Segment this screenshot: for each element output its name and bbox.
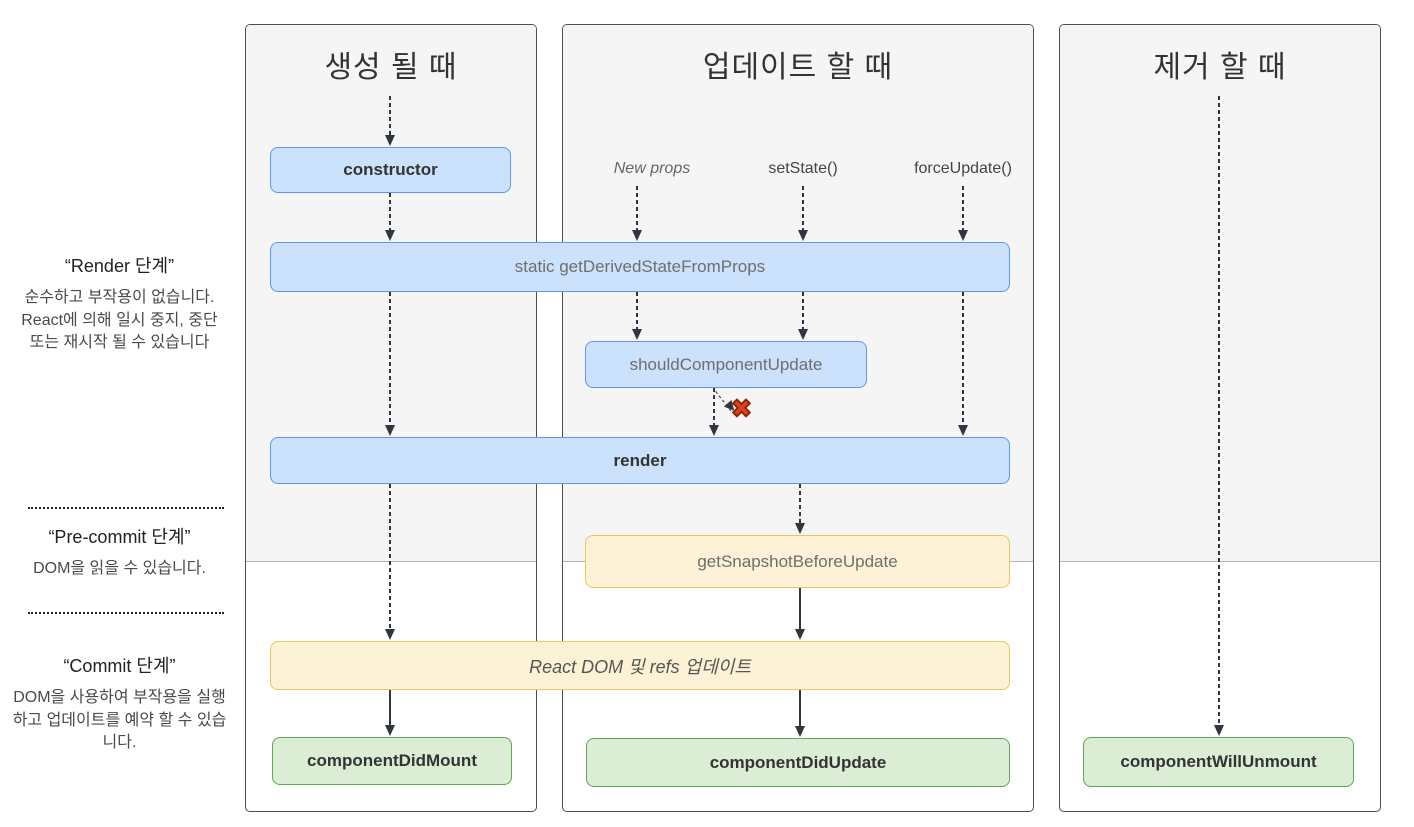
precommit-phase-note: “Pre-commit 단계” DOM을 읽을 수 있습니다. — [12, 523, 227, 581]
label-force-update: forceUpdate() — [914, 160, 1012, 177]
node-get-snapshot-before-update[interactable]: getSnapshotBeforeUpdate — [585, 535, 1010, 588]
arrow-mount-title-to-constructor — [389, 96, 391, 135]
arrow-getderivedstate-to-shouldcomponentupdate-right — [802, 292, 804, 329]
arrow-shouldcomponentupdate-to-render — [713, 388, 715, 425]
arrow-reactdom-to-componentdidupdate — [799, 690, 801, 726]
arrow-mount-getderivedstate-to-render — [389, 292, 391, 425]
node-component-did-update[interactable]: componentDidUpdate — [586, 738, 1010, 787]
commit-phase-title: “Commit 단계” — [63, 656, 176, 676]
arrow-unmount-title-to-componentwillunmount — [1218, 96, 1220, 725]
node-should-component-update[interactable]: shouldComponentUpdate — [585, 341, 867, 388]
column-title-mount: 생성 될 때 — [324, 51, 458, 84]
arrow-forceupdate-bypass-to-render — [962, 292, 964, 425]
arrow-mount-render-to-reactdom — [389, 484, 391, 629]
node-render[interactable]: render — [270, 437, 1010, 484]
arrow-reactdom-to-componentdidmount — [389, 690, 391, 725]
label-new-props: New props — [613, 160, 691, 177]
separator-dotted-bottom — [28, 612, 224, 614]
arrow-getderivedstate-to-shouldcomponentupdate-left — [636, 292, 638, 329]
precommit-phase-description: DOM을 읽을 수 있습니다. — [33, 560, 206, 577]
commit-phase-description: DOM을 사용하여 부작용을 실행하고 업데이트를 예약 할 수 있습니다. — [12, 689, 227, 752]
arrow-forceupdate-to-getderivedstate — [962, 186, 964, 230]
column-unmount — [1059, 24, 1381, 812]
node-get-derived-state-from-props[interactable]: static getDerivedStateFromProps — [270, 242, 1010, 292]
node-constructor[interactable]: constructor — [270, 147, 511, 193]
column-title-unmount: 제거 할 때 — [1153, 51, 1287, 84]
arrow-setstate-to-getderivedstate — [802, 186, 804, 230]
arrow-render-to-getsnapshot — [799, 484, 801, 523]
column-title-update: 업데이트 할 때 — [702, 51, 894, 84]
separator-dotted-top — [28, 507, 224, 509]
commit-phase-note: “Commit 단계” DOM을 사용하여 부작용을 실행하고 업데이트를 예약… — [12, 652, 227, 755]
label-set-state: setState() — [768, 160, 838, 177]
arrow-newprops-to-getderivedstate — [636, 186, 638, 230]
arrow-getsnapshot-to-reactdom — [799, 588, 801, 629]
node-component-will-unmount[interactable]: componentWillUnmount — [1083, 737, 1354, 787]
arrow-constructor-to-getderivedstate — [389, 193, 391, 230]
precommit-phase-title: “Pre-commit 단계” — [48, 527, 191, 547]
render-phase-description: 순수하고 부작용이 없습니다. React에 의해 일시 중지, 중단 또는 재… — [21, 289, 218, 352]
node-component-did-mount[interactable]: componentDidMount — [272, 737, 512, 785]
render-phase-title: “Render 단계” — [64, 256, 175, 276]
stop-x-icon: ✖ — [731, 395, 753, 424]
render-phase-background-unmount — [1060, 25, 1380, 562]
render-phase-note: “Render 단계” 순수하고 부작용이 없습니다. React에 의해 일시… — [12, 252, 227, 355]
node-react-dom-refs-update: React DOM 및 refs 업데이트 — [270, 641, 1010, 690]
